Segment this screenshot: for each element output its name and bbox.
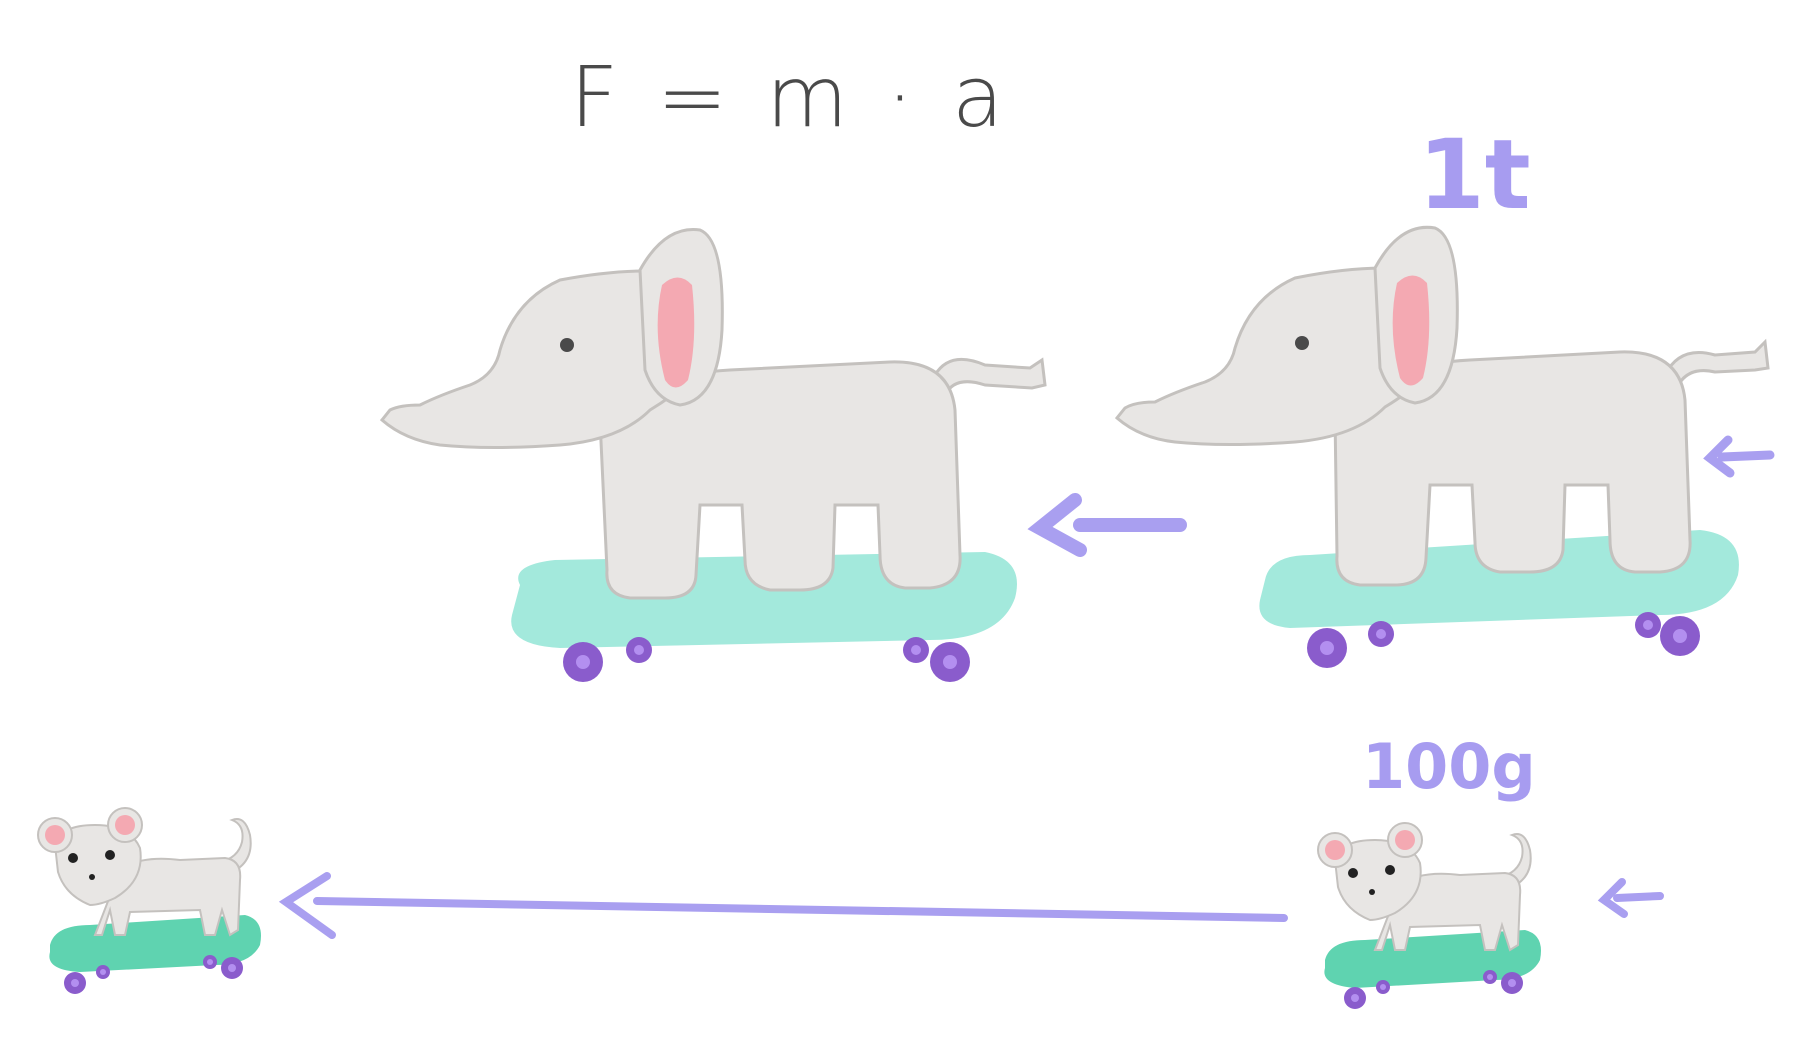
elephant-mass-label: 1t (1418, 119, 1531, 231)
wheel-icon (626, 637, 652, 663)
eye-icon (560, 338, 574, 352)
wheel-icon (563, 642, 603, 682)
eye-icon (105, 850, 115, 860)
arrow-push-elephant (1027, 493, 1187, 557)
eye-icon (1295, 336, 1309, 350)
wheel-icon (930, 642, 970, 682)
elephant-right (1114, 225, 1770, 668)
wheel-icon (1483, 970, 1497, 984)
wheel-icon (221, 957, 243, 979)
mouse-left (37, 807, 261, 994)
eye-icon (1385, 865, 1395, 875)
arrow-motion-mouse (278, 872, 1288, 939)
wheel-icon (1376, 980, 1390, 994)
wheel-icon (1307, 628, 1347, 668)
mouse-mass-label: 100g (1362, 730, 1536, 803)
wheel-icon (1501, 972, 1523, 994)
wheel-icon (903, 637, 929, 663)
eye-icon (1348, 868, 1358, 878)
elephant-left (379, 228, 1047, 682)
wheel-icon (64, 972, 86, 994)
eye-icon (68, 853, 78, 863)
wheel-icon (1635, 612, 1661, 638)
wheel-icon (1368, 621, 1394, 647)
wheel-icon (1344, 987, 1366, 1009)
mouse-right (1317, 822, 1541, 1009)
wheel-icon (203, 955, 217, 969)
formula-text: F = m · a (570, 48, 1010, 146)
arrow-force-mouse (1597, 878, 1664, 918)
wheel-icon (1660, 616, 1700, 656)
wheel-icon (96, 965, 110, 979)
arrow-force-elephant (1703, 435, 1775, 478)
